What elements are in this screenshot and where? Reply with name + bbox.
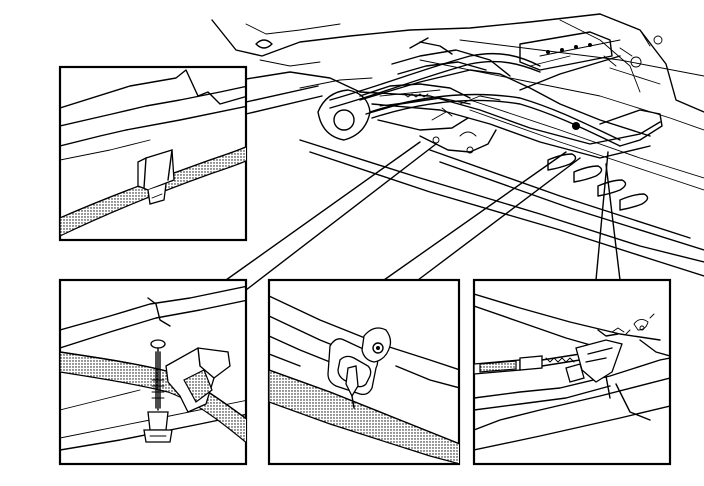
- detail-cable-grommet: [267, 278, 461, 466]
- leader-lines: [225, 85, 621, 291]
- detail-cable-end: [472, 278, 672, 466]
- detail-cable-clip: [58, 65, 248, 242]
- underbody-overview: [211, 13, 704, 277]
- detail-bracket-bolt: [58, 278, 248, 466]
